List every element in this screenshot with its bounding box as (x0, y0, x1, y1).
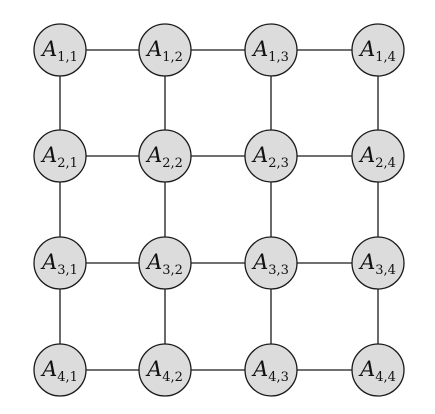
node-subscript: 4,1 (57, 370, 78, 385)
node-4-2: A4,2 (138, 343, 192, 397)
node-2-1: A2,1 (33, 129, 87, 183)
node-label: A3,1 (40, 250, 78, 278)
node-label: A2,3 (251, 143, 289, 171)
node-label: A4,4 (358, 357, 396, 385)
node-3-4: A3,4 (351, 236, 405, 290)
node-subscript: 2,2 (162, 156, 183, 171)
node-label: A2,4 (358, 143, 396, 171)
node-letter: A (145, 143, 162, 167)
node-label: A4,2 (145, 357, 183, 385)
node-subscript: 4,4 (375, 370, 396, 385)
node-letter: A (40, 250, 57, 274)
node-label: A2,2 (145, 143, 183, 171)
node-3-2: A3,2 (138, 236, 192, 290)
node-subscript: 4,2 (162, 370, 183, 385)
node-label: A3,4 (358, 250, 396, 278)
node-1-4: A1,4 (351, 23, 405, 77)
node-circle (138, 236, 192, 290)
node-circle (138, 23, 192, 77)
node-2-4: A2,4 (351, 129, 405, 183)
node-letter: A (251, 357, 268, 381)
node-1-1: A1,1 (33, 23, 87, 77)
node-letter: A (40, 37, 57, 61)
node-subscript: 3,1 (57, 263, 78, 278)
node-4-1: A4,1 (33, 343, 87, 397)
node-subscript: 1,4 (375, 50, 396, 65)
node-subscript: 3,3 (268, 263, 289, 278)
node-circle (33, 129, 87, 183)
node-letter: A (358, 250, 375, 274)
node-subscript: 2,3 (268, 156, 289, 171)
node-circle (33, 343, 87, 397)
node-letter: A (251, 250, 268, 274)
node-subscript: 4,3 (268, 370, 289, 385)
node-2-3: A2,3 (244, 129, 298, 183)
node-subscript: 2,1 (57, 156, 78, 171)
node-1-3: A1,3 (244, 23, 298, 77)
node-circle (244, 129, 298, 183)
node-subscript: 3,4 (375, 263, 396, 278)
node-4-3: A4,3 (244, 343, 298, 397)
node-circle (244, 343, 298, 397)
node-subscript: 1,1 (57, 50, 78, 65)
node-circle (351, 129, 405, 183)
node-circle (138, 343, 192, 397)
node-subscript: 3,2 (162, 263, 183, 278)
node-letter: A (358, 37, 375, 61)
node-circle (244, 236, 298, 290)
node-subscript: 1,2 (162, 50, 183, 65)
node-label: A1,4 (358, 37, 396, 65)
node-letter: A (145, 250, 162, 274)
node-3-1: A3,1 (33, 236, 87, 290)
node-letter: A (145, 357, 162, 381)
node-circle (33, 23, 87, 77)
node-label: A3,2 (145, 250, 183, 278)
node-label: A1,1 (40, 37, 78, 65)
node-letter: A (358, 357, 375, 381)
node-subscript: 1,3 (268, 50, 289, 65)
node-letter: A (145, 37, 162, 61)
node-circle (351, 236, 405, 290)
node-2-2: A2,2 (138, 129, 192, 183)
node-circle (138, 129, 192, 183)
node-label: A1,3 (251, 37, 289, 65)
edges-layer (59, 49, 379, 371)
node-letter: A (40, 143, 57, 167)
node-letter: A (358, 143, 375, 167)
node-circle (33, 236, 87, 290)
node-label: A4,3 (251, 357, 289, 385)
node-label: A2,1 (40, 143, 78, 171)
node-letter: A (40, 357, 57, 381)
node-letter: A (251, 37, 268, 61)
node-circle (244, 23, 298, 77)
node-4-4: A4,4 (351, 343, 405, 397)
node-circle (351, 23, 405, 77)
node-label: A3,3 (251, 250, 289, 278)
node-subscript: 2,4 (375, 156, 396, 171)
node-letter: A (251, 143, 268, 167)
node-1-2: A1,2 (138, 23, 192, 77)
node-label: A1,2 (145, 37, 183, 65)
node-label: A4,1 (40, 357, 78, 385)
node-3-3: A3,3 (244, 236, 298, 290)
node-circle (351, 343, 405, 397)
